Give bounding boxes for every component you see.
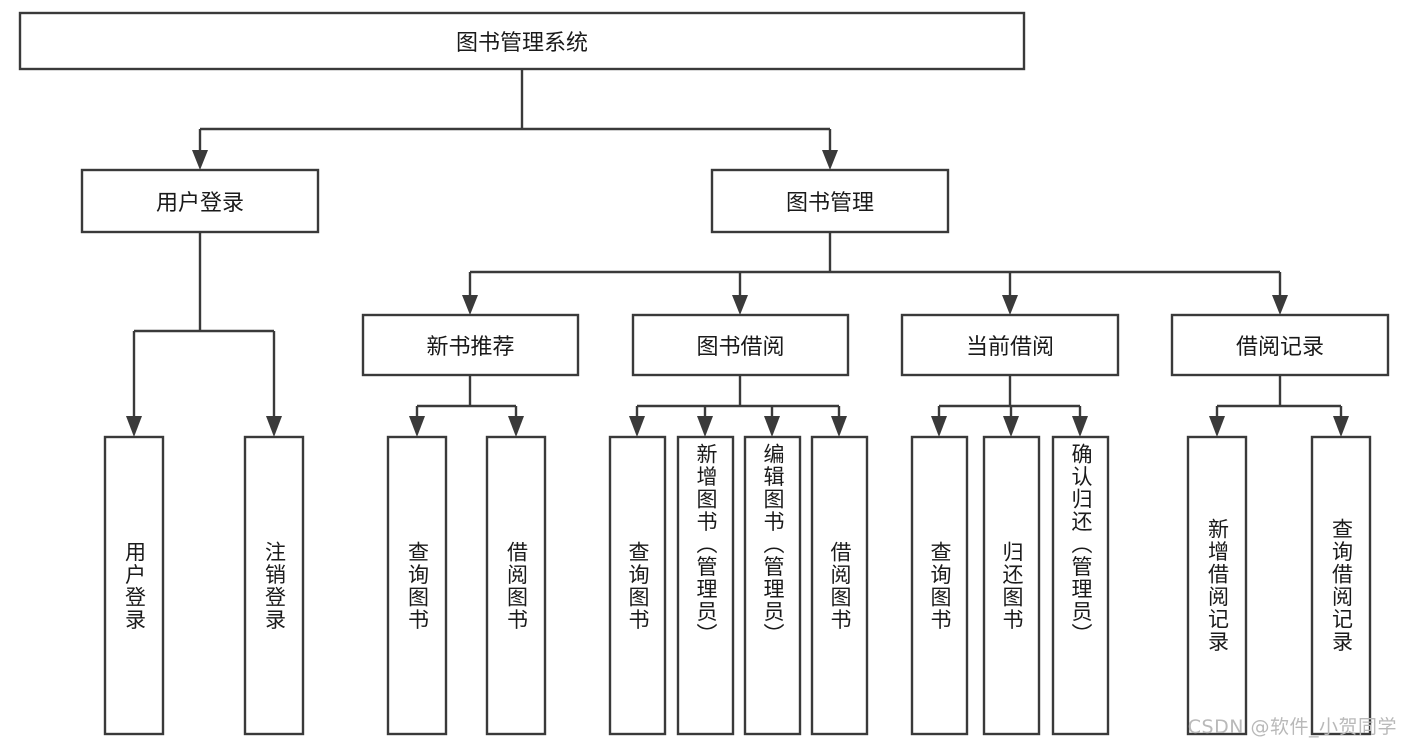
node-user-login[interactable] (80, 168, 320, 234)
node-book-manage[interactable] (710, 168, 950, 234)
arrow-leaf-query-book-cur (931, 416, 947, 437)
node-leaf-add-book[interactable] (676, 435, 735, 736)
edges-group (126, 69, 1349, 437)
arrow-leaf-user-logout (266, 416, 282, 437)
node-current-borrow[interactable] (900, 313, 1120, 377)
arrow-leaf-user-login (126, 416, 142, 437)
node-leaf-edit-book[interactable] (743, 435, 802, 736)
arrow-leaf-add-record (1209, 416, 1225, 437)
node-leaf-user-login[interactable] (103, 435, 165, 736)
arrow-new-book-recommend (462, 295, 478, 315)
node-leaf-borrow-book-rec[interactable] (485, 435, 547, 736)
node-leaf-query-record[interactable] (1310, 435, 1372, 736)
node-root[interactable] (18, 11, 1026, 71)
node-leaf-query-book-cur[interactable] (910, 435, 969, 736)
arrow-leaf-confirm-return (1072, 416, 1088, 437)
csdn-watermark: CSDN @软件_小贺同学 (1187, 716, 1397, 738)
arrow-leaf-add-book (697, 416, 713, 437)
node-leaf-confirm-return[interactable] (1051, 435, 1110, 736)
arrow-user-login (192, 150, 208, 170)
node-new-book-recommend[interactable] (361, 313, 580, 377)
arrow-book-manage (822, 150, 838, 170)
arrow-borrow-record (1272, 295, 1288, 315)
node-leaf-query-book-rec[interactable] (386, 435, 448, 736)
arrow-current-borrow (1002, 295, 1018, 315)
arrow-leaf-return-book (1003, 416, 1019, 437)
node-leaf-add-record[interactable] (1186, 435, 1248, 736)
arrow-leaf-edit-book (764, 416, 780, 437)
arrow-leaf-query-record (1333, 416, 1349, 437)
arrow-book-borrow (732, 295, 748, 315)
nodes-group (18, 11, 1390, 736)
arrow-leaf-query-book-rec (409, 416, 425, 437)
arrow-leaf-borrow-book (831, 416, 847, 437)
node-book-borrow[interactable] (631, 313, 850, 377)
arrow-leaf-borrow-book-rec (508, 416, 524, 437)
node-leaf-borrow-book[interactable] (810, 435, 869, 736)
node-borrow-record[interactable] (1170, 313, 1390, 377)
node-leaf-return-book[interactable] (982, 435, 1041, 736)
node-leaf-query-book-borrow[interactable] (608, 435, 667, 736)
arrow-leaf-query-book-borrow (629, 416, 645, 437)
node-leaf-user-logout[interactable] (243, 435, 305, 736)
